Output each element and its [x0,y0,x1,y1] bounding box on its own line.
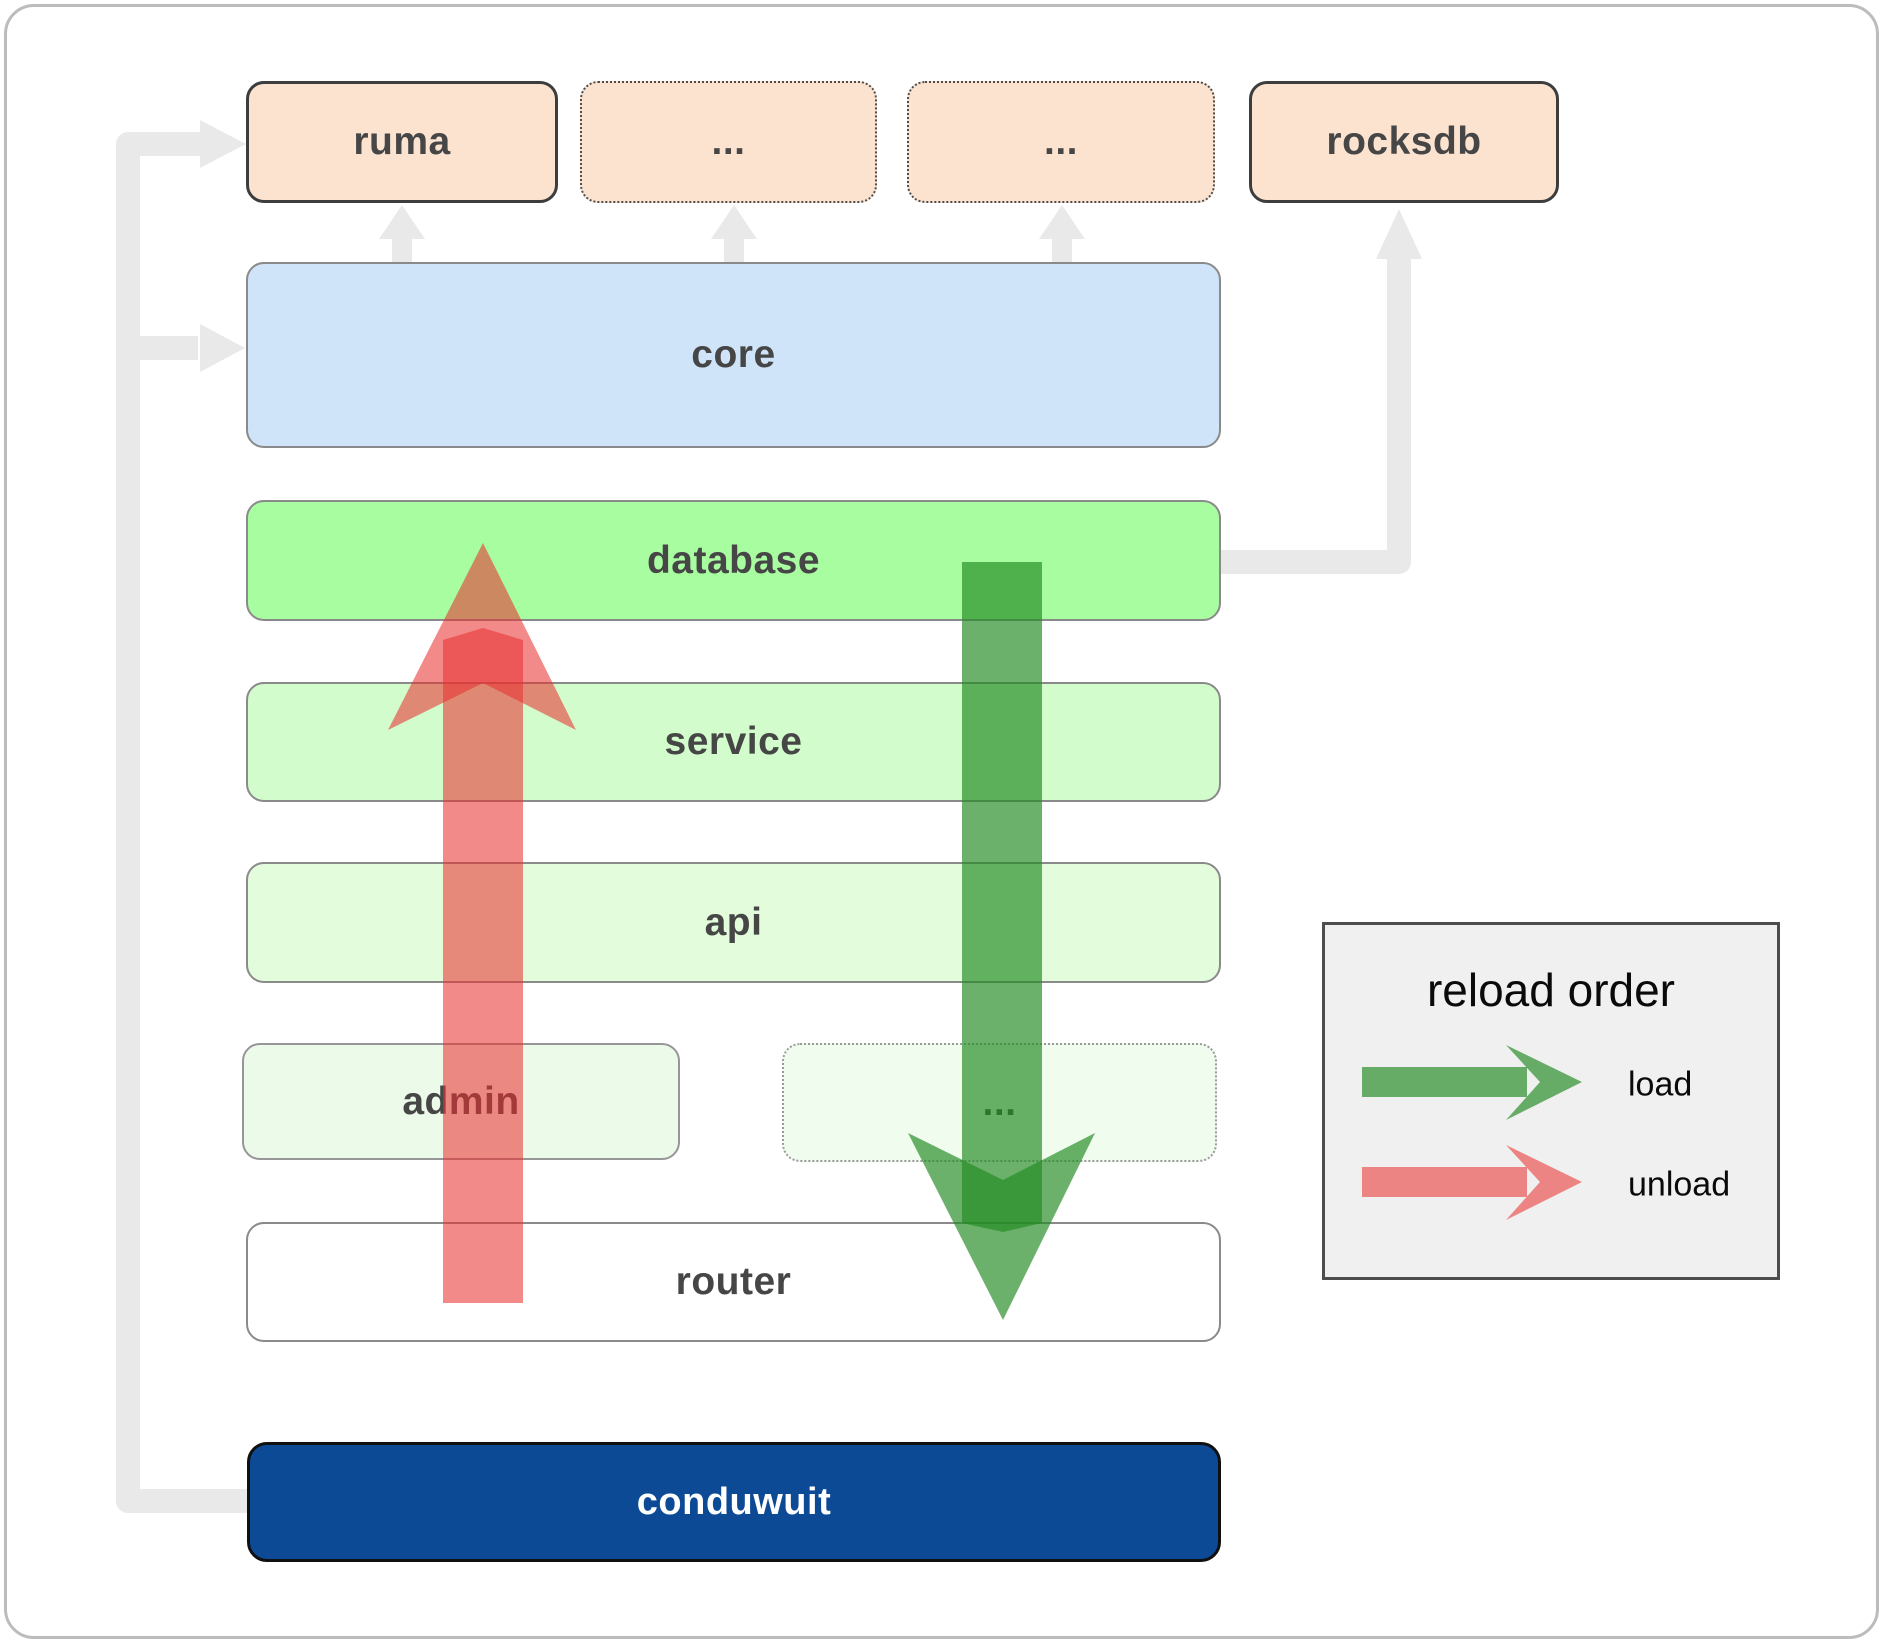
layer-label-database: database [646,538,821,582]
layer-label-router: router [675,1260,792,1303]
module-box-ruma: ruma [246,81,558,203]
legend-title: reload order [1426,964,1676,1016]
canvas-border [4,4,1879,1639]
layer-box-database: database [246,500,1221,621]
layer-box-core: core [246,262,1221,448]
module-label-ellipsis-1: ... [711,120,746,163]
legend-label-load: load [1628,1065,1693,1104]
module-label-ellipsis-2: ... [1043,120,1078,163]
module-box-ellipsis-2: ... [907,81,1215,203]
layer-box-service: service [246,682,1221,802]
layer-label-admin: admin [402,1079,520,1123]
layer-box-ellipsis: ... [782,1043,1217,1162]
layer-box-admin: admin [242,1043,680,1160]
module-box-ellipsis-1: ... [580,81,877,203]
layer-label-service: service [664,720,803,763]
layer-label-api: api [704,900,763,944]
module-label-ruma: ruma [353,120,451,163]
legend-panel: reload order load unload [1322,922,1780,1280]
layer-label-core: core [691,333,776,376]
layer-label-ellipsis: ... [982,1080,1017,1124]
layer-label-conduwuit: conduwuit [636,1480,832,1523]
layer-box-conduwuit: conduwuit [247,1442,1221,1562]
legend-label-unload: unload [1628,1165,1731,1204]
module-box-rocksdb: rocksdb [1249,81,1559,203]
layer-box-api: api [246,862,1221,983]
module-label-rocksdb: rocksdb [1326,120,1482,163]
layer-box-router: router [246,1222,1221,1342]
